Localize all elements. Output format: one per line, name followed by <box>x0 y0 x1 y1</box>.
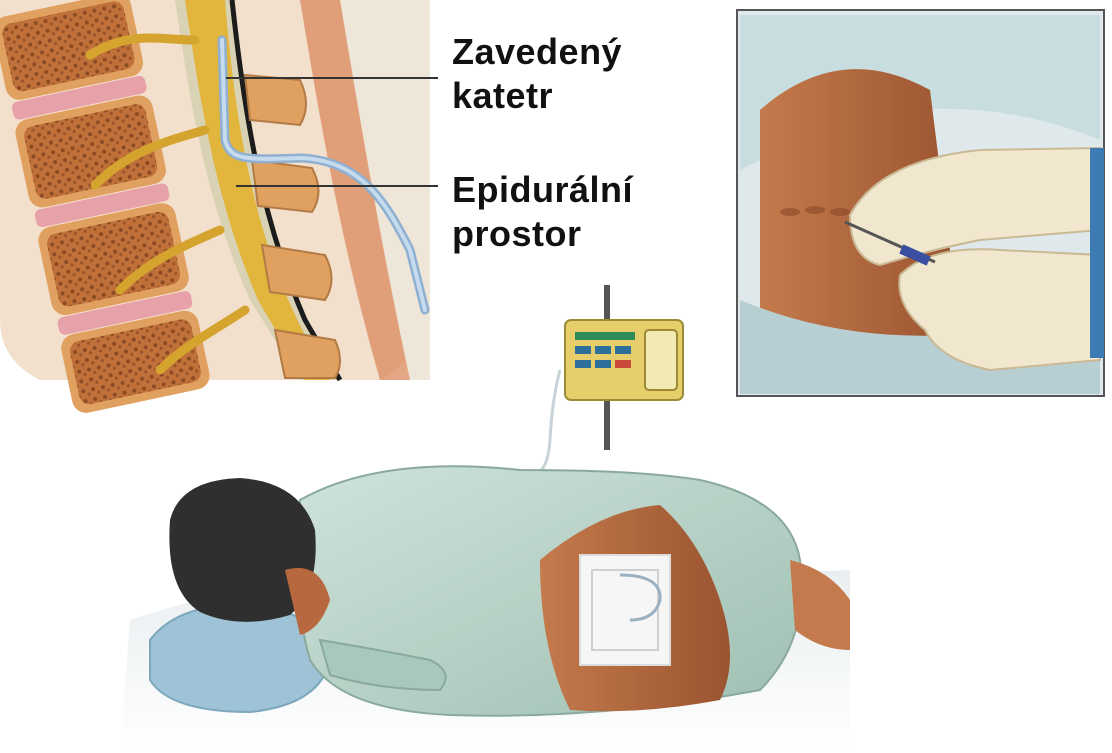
spine-cross-section <box>0 0 438 415</box>
label-inserted-catheter: Zavedený katetr <box>452 30 622 118</box>
patient-lying-on-side <box>120 466 850 753</box>
label-catheter-line2: katetr <box>452 74 622 118</box>
label-epidural-line2: prostor <box>452 212 633 256</box>
label-epidural-space: Epidurální prostor <box>452 168 633 256</box>
needle-insertion-inset <box>737 10 1104 396</box>
label-catheter-line1: Zavedený <box>452 30 622 74</box>
infusion-pump <box>535 285 683 475</box>
label-epidural-line1: Epidurální <box>452 168 633 212</box>
